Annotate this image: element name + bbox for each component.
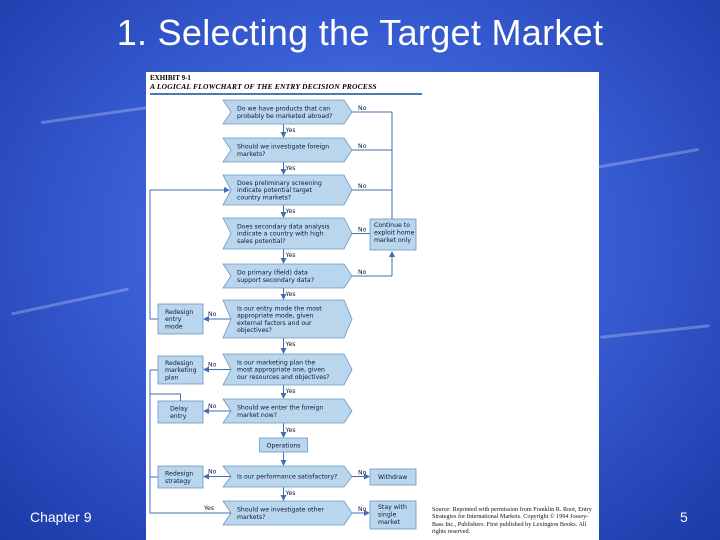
redesign-box-text: plan xyxy=(165,375,178,382)
connector-line xyxy=(150,393,181,401)
decision-box xyxy=(222,137,353,163)
operations-label: Operations xyxy=(266,443,300,450)
no-label: No xyxy=(358,227,367,234)
yes-label: Yes xyxy=(285,165,296,172)
decision-question-text: our resources and objectives? xyxy=(237,374,330,381)
stay-box-text: single xyxy=(378,512,397,519)
decision-question-text: probably be marketed abroad? xyxy=(237,113,332,120)
decision-question-text: most appropriate one, given xyxy=(237,367,325,374)
connector-line xyxy=(149,187,230,320)
redesign-box-text: entry xyxy=(170,413,187,420)
decision-question-text: Do we have products that can xyxy=(237,106,330,113)
decision-question-text: Is our marketing plan the xyxy=(237,360,315,367)
redesign-box xyxy=(157,355,204,385)
operations-box xyxy=(259,437,308,453)
background-streak xyxy=(10,287,130,316)
redesign-box-text: Redesign xyxy=(165,360,193,367)
decision-question-text: country markets? xyxy=(237,194,291,201)
connector-line xyxy=(149,370,158,478)
continue-box-text: Continue to xyxy=(374,222,410,229)
decision-box xyxy=(222,465,353,488)
decision-box xyxy=(222,353,353,386)
decision-question-text: Is our entry mode the most xyxy=(237,305,322,312)
stay-box-text: Stay with xyxy=(378,504,407,511)
title-rule xyxy=(150,93,422,95)
yes-label: Yes xyxy=(285,388,296,395)
no-label: No xyxy=(208,469,217,476)
no-label: No xyxy=(208,362,217,369)
redesign-box-text: Redesign xyxy=(165,471,193,478)
decision-question-text: external factors and our xyxy=(237,320,312,327)
redesign-box-text: Delay xyxy=(170,406,188,413)
stay-box xyxy=(369,500,417,530)
redesign-box-text: mode xyxy=(165,324,183,331)
connector-line xyxy=(149,477,231,514)
yes-label: Yes xyxy=(285,208,296,215)
flowchart-title: A LOGICAL FLOWCHART OF THE ENTRY DECISIO… xyxy=(150,82,377,91)
yes-label: Yes xyxy=(203,505,214,512)
background-streak xyxy=(600,324,710,339)
withdraw-box-text: Withdraw xyxy=(378,474,407,481)
decision-question-text: Do primary (field) data xyxy=(237,270,308,277)
yes-label: Yes xyxy=(285,252,296,259)
decision-box xyxy=(222,500,353,526)
decision-box xyxy=(222,263,353,289)
source-note: Source: Reprinted with permission from F… xyxy=(432,506,592,536)
decision-question-text: Does secondary data analysis xyxy=(237,224,330,231)
decision-question-text: Should we investigate foreign xyxy=(237,144,329,151)
decision-question-text: support secondary data? xyxy=(237,277,314,284)
redesign-box-text: entry xyxy=(165,316,182,323)
no-label: No xyxy=(358,506,367,513)
redesign-box-text: marketing xyxy=(165,367,197,374)
decision-question-text: Is our performance satisfactory? xyxy=(237,474,337,481)
no-label: No xyxy=(358,269,367,276)
no-label: No xyxy=(358,105,367,112)
decision-question-text: indicate potential target xyxy=(237,187,313,194)
redesign-box-text: strategy xyxy=(165,478,191,485)
decision-question-text: indicate a country with high xyxy=(237,231,324,238)
redesign-box xyxy=(157,400,204,424)
yes-label: Yes xyxy=(285,127,296,134)
no-label: No xyxy=(358,143,367,150)
decision-question-text: sales potential? xyxy=(237,238,286,245)
continue-box xyxy=(369,218,417,251)
no-label: No xyxy=(208,403,217,410)
yes-label: Yes xyxy=(285,291,296,298)
no-label: No xyxy=(358,470,367,477)
decision-box xyxy=(222,174,353,206)
redesign-box-text: Redesign xyxy=(165,309,193,316)
decision-box xyxy=(222,99,353,125)
decision-question-text: objectives? xyxy=(237,327,272,334)
decision-box xyxy=(222,299,353,339)
decision-box xyxy=(222,217,353,250)
decision-question-text: market now? xyxy=(237,412,277,419)
withdraw-box xyxy=(369,468,417,486)
flowchart-figure: EXHIBIT 9-1 A LOGICAL FLOWCHART OF THE E… xyxy=(146,72,599,540)
decision-box xyxy=(222,398,353,424)
decision-question-text: appropriate mode, given xyxy=(237,313,314,320)
footer-chapter: Chapter 9 xyxy=(30,509,92,525)
redesign-box xyxy=(157,465,204,489)
decision-question-text: Should we investigate other xyxy=(237,507,324,514)
decision-question-text: markets? xyxy=(237,151,265,158)
page-number: 5 xyxy=(680,509,688,525)
continue-box-text: exploit home xyxy=(374,230,415,237)
yes-label: Yes xyxy=(285,341,296,348)
continue-box-text: market only xyxy=(374,237,411,244)
decision-question-text: markets? xyxy=(237,514,265,521)
redesign-box xyxy=(157,303,204,335)
stay-box-text: market xyxy=(378,519,401,526)
exhibit-label: EXHIBIT 9-1 xyxy=(150,74,191,82)
decision-question-text: Does preliminary screening xyxy=(237,180,322,187)
no-label: No xyxy=(358,183,367,190)
decision-question-text: Should we enter the foreign xyxy=(237,405,323,412)
slide-title: 1. Selecting the Target Market xyxy=(116,12,604,53)
yes-label: Yes xyxy=(285,490,296,497)
yes-label: Yes xyxy=(285,427,296,434)
no-label: No xyxy=(208,311,217,318)
